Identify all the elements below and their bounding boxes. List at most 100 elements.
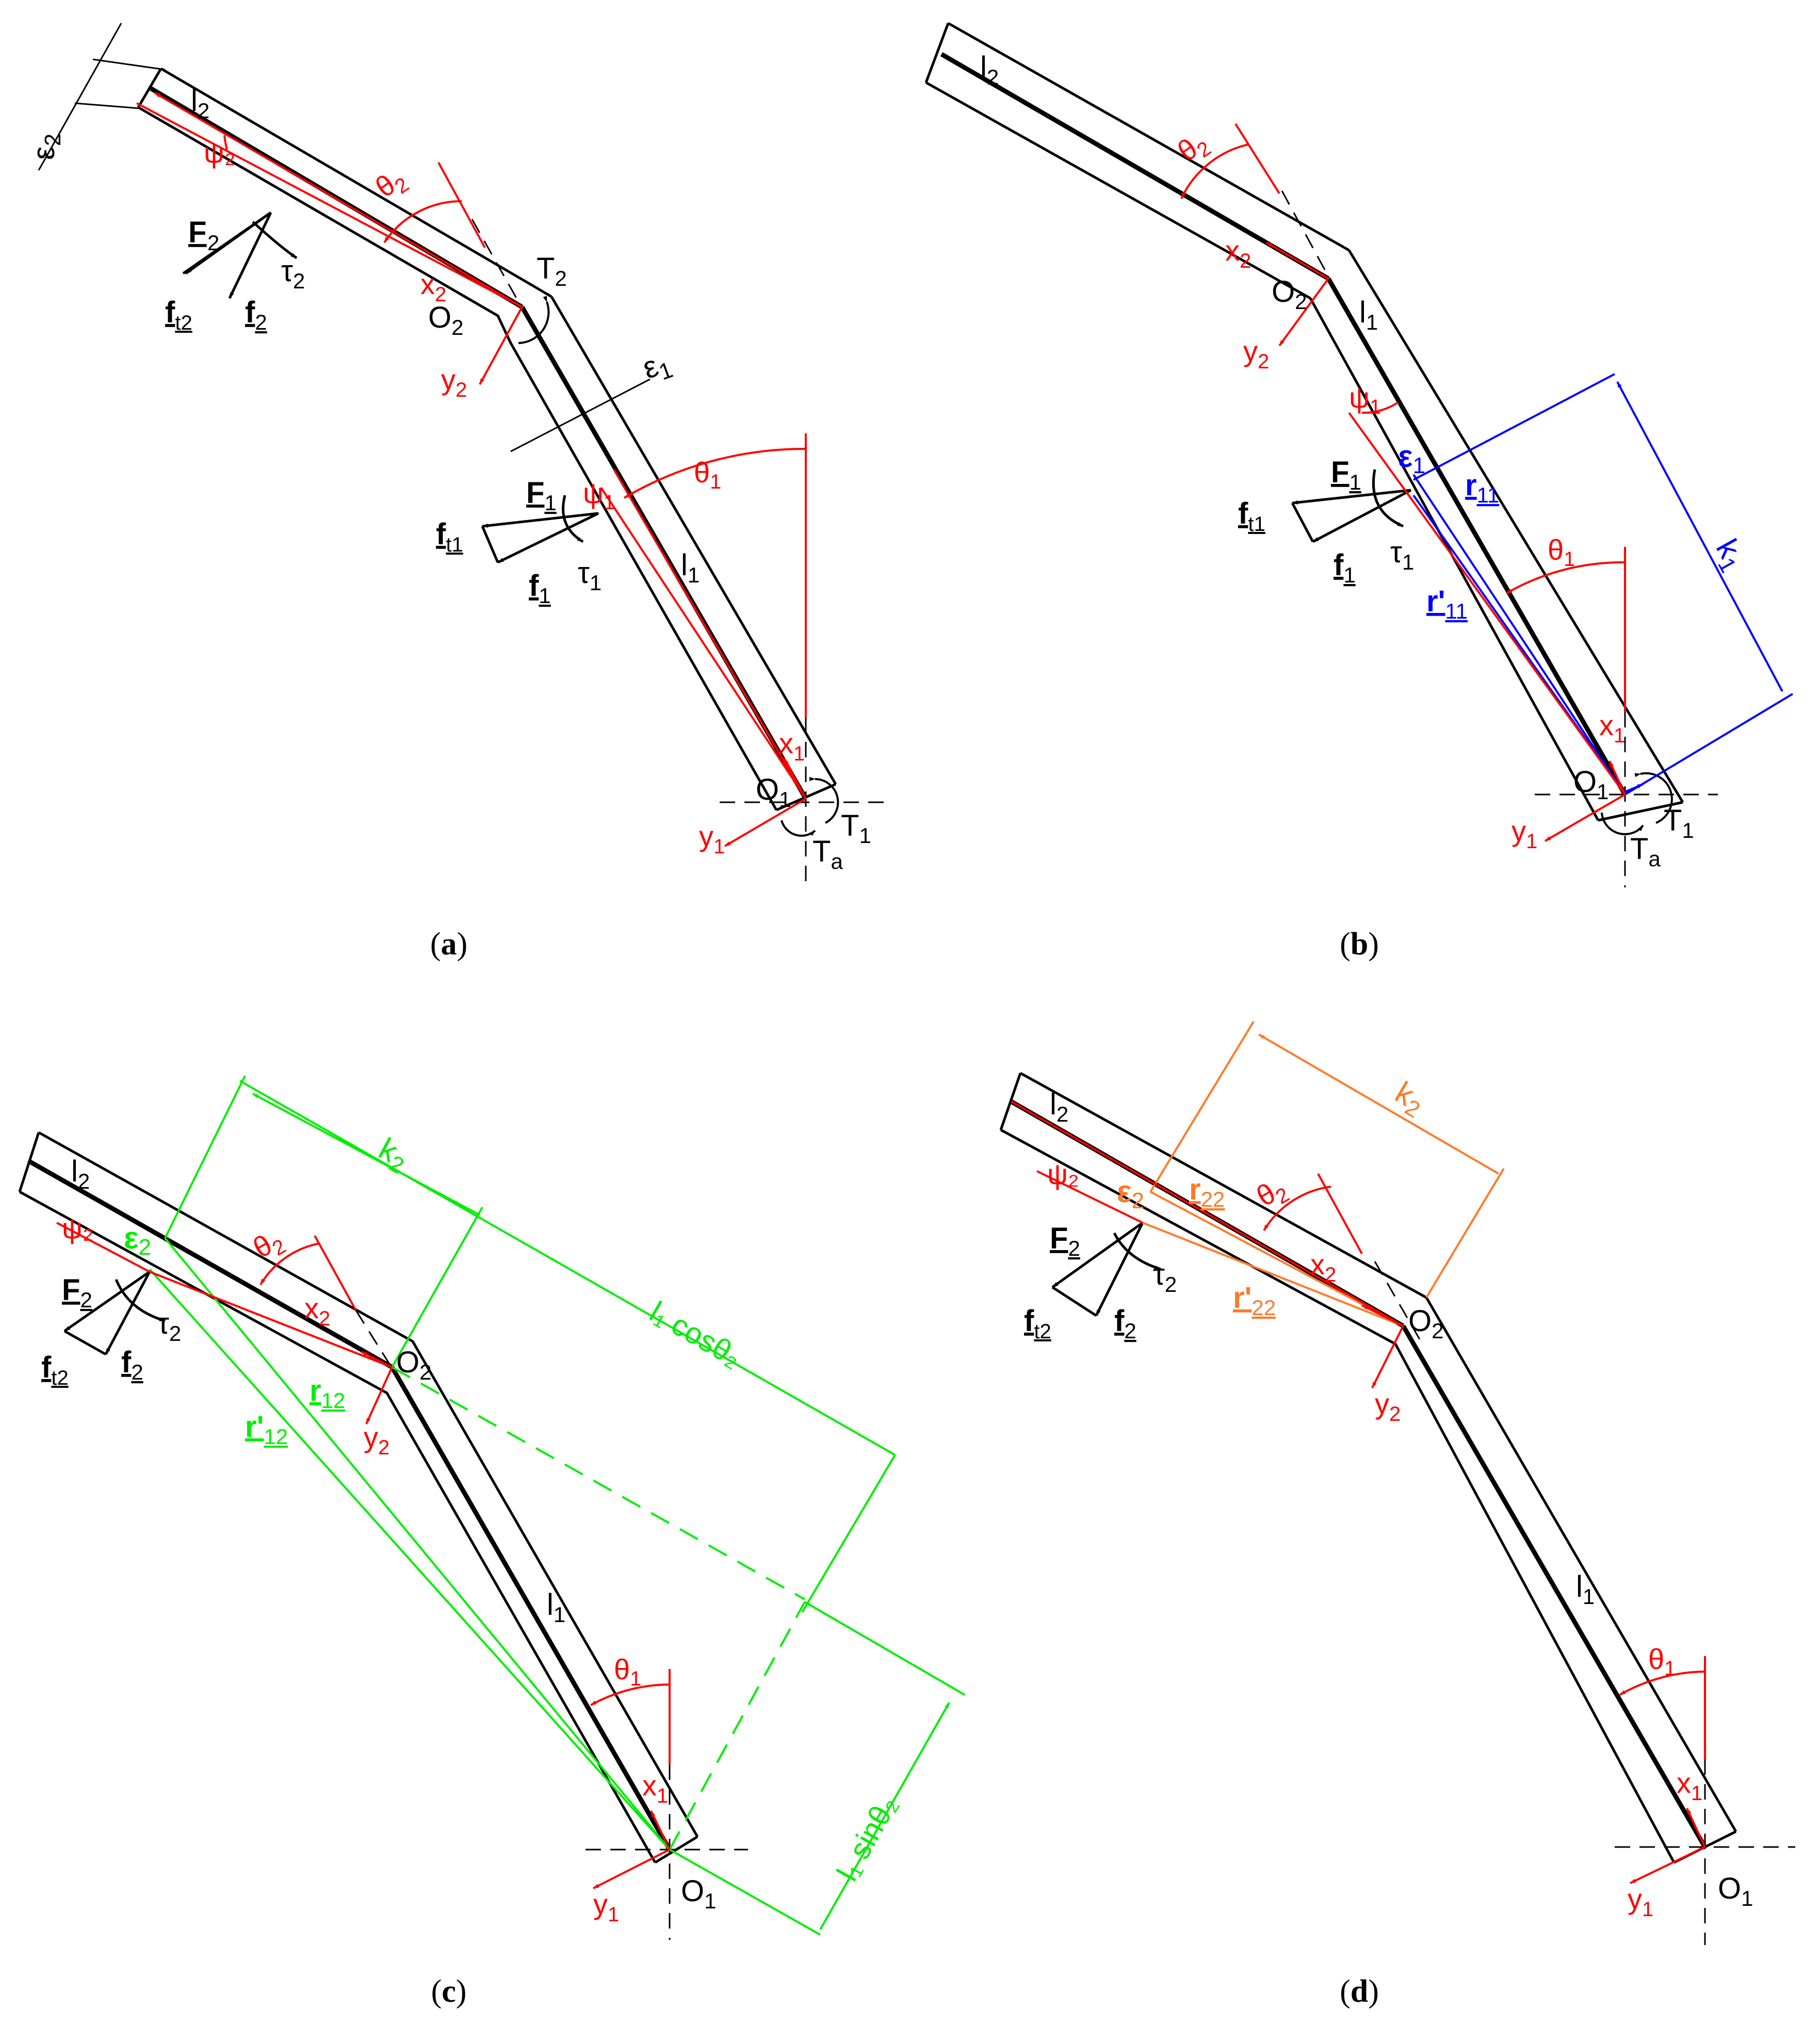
x1-axis-b: [1608, 760, 1626, 795]
label-ft2-d: ft2: [1024, 1304, 1051, 1343]
l1cos-dim: [239, 1080, 896, 1456]
theta2-arc-d: [1263, 1186, 1331, 1232]
label-l1cos-c: l₁ cosθ₂: [644, 1295, 748, 1374]
joint2-dash: [471, 219, 553, 362]
link2-end-b: [924, 23, 950, 83]
x1-long-a: [613, 468, 807, 800]
label-x2-a: x2: [420, 268, 446, 306]
r22-prime: [1142, 1222, 1404, 1327]
torque-Ta: [781, 820, 816, 837]
panel-d-orange: [1142, 1020, 1505, 1327]
label-y2-a: y2: [441, 363, 467, 401]
l1sin-dim: [819, 1702, 950, 1930]
panel-d-red: [1011, 1100, 1706, 1884]
theta2-arc-b: [1180, 143, 1249, 199]
label-l1-d: l1: [1576, 1570, 1595, 1609]
forces-link1-b: [1291, 469, 1412, 543]
joint2-dash-b: [1281, 190, 1347, 310]
r11: [1412, 474, 1626, 796]
label-T1-b: T1: [1664, 804, 1694, 843]
label-l1-c: l1: [547, 1588, 565, 1627]
label-eps2-a: ε2: [26, 134, 66, 160]
link2-end-d: [999, 1073, 1022, 1130]
theta2-ref-a: [437, 162, 486, 248]
x2-axis-a: [154, 92, 523, 308]
label-x2-d: x2: [1310, 1248, 1336, 1286]
label-r22p-d: r'22: [1233, 1281, 1276, 1320]
label-O1-c: O1: [681, 1874, 716, 1913]
link2-axis-b: [940, 52, 1330, 281]
link1-outline-right: [550, 296, 837, 785]
label-y1-b: y1: [1512, 815, 1537, 853]
panel-c-labels: l2 ψ₂ ε2 θ2 k2 F2 τ2 x2 O2 ft2 f2 r12 y2…: [41, 1131, 904, 1926]
label-tau2-d: τ2: [1153, 1258, 1177, 1297]
label-psi1-a: ψ1: [583, 477, 615, 514]
label-psi2-a: ψ₂: [204, 136, 236, 169]
proj-dash: [392, 1366, 805, 1600]
label-l2-c: l2: [71, 1155, 90, 1193]
label-k2-c: k2: [371, 1131, 415, 1179]
label-y2-c: y2: [364, 1421, 389, 1459]
r12: [149, 1268, 671, 1851]
label-l1-a: l1: [681, 548, 700, 587]
joint2-dash-c: [355, 1310, 409, 1394]
label-k1-b: k1: [1705, 533, 1753, 577]
x2-arrow-d: [1361, 1304, 1404, 1327]
link1-axis-b: [1326, 277, 1627, 796]
y2-axis-d: [1371, 1325, 1404, 1388]
psi2-line-d: [1036, 1170, 1143, 1224]
label-F2-c: F2: [62, 1273, 92, 1312]
label-l1sin-c: l₁ sinθ₂: [831, 1790, 904, 1887]
link1-axis-d: [1401, 1324, 1707, 1849]
panel-a-red: [136, 92, 807, 847]
torque-T2: [518, 296, 550, 344]
y2-axis-b: [1278, 278, 1329, 347]
label-x1-a: x1: [779, 727, 805, 765]
torque-T1-b: [1634, 772, 1673, 824]
forces-link1-a: [481, 495, 599, 564]
label-ft2-c: ft2: [41, 1351, 69, 1389]
label-psi2-d: ψ₂: [1047, 1158, 1079, 1190]
y1-axis-b: [1544, 793, 1626, 842]
label-F1-a: F1: [526, 476, 557, 515]
label-F1-b: F1: [1331, 456, 1361, 494]
theta1-arc-d: [1619, 1671, 1705, 1696]
eps2-ext-top: [92, 58, 166, 71]
link2-axis-c: [27, 1159, 394, 1369]
label-x2-b: x2: [1225, 234, 1251, 272]
k2-dim: [252, 1093, 480, 1216]
link1-axis-c: [390, 1366, 672, 1851]
y1-axis-c: [593, 1849, 670, 1889]
psi1-line-a: [600, 487, 807, 800]
label-l1-b: l1: [1359, 296, 1378, 334]
label-x1-d: x1: [1677, 1767, 1702, 1805]
label-theta1-c: θ1: [614, 1653, 641, 1690]
panel-c: [18, 1131, 748, 1940]
k2-ext-right: [391, 1207, 483, 1368]
theta1-arc-b: [1506, 561, 1626, 594]
label-f1-a: f1: [529, 569, 551, 608]
label-ft1-b: ft1: [1238, 497, 1265, 536]
x2-axis-d: [1011, 1100, 1404, 1327]
joint2-dash-d: [1374, 1261, 1425, 1347]
theta2-arc-c: [259, 1242, 320, 1286]
label-f2-a: f2: [245, 296, 267, 334]
panel-b-red: [1180, 123, 1626, 842]
label-y2-d: y2: [1375, 1387, 1401, 1425]
label-theta1-d: θ1: [1648, 1643, 1676, 1680]
link2-outline-top-b: [947, 22, 1350, 252]
label-r12p-c: r'12: [245, 1410, 288, 1449]
label-O2-a: O2: [428, 301, 463, 339]
label-psi1-b: ψ1: [1349, 381, 1381, 418]
psi1-line-b: [1348, 412, 1626, 796]
label-y1-a: y1: [699, 820, 725, 858]
link1-outline-left: [509, 342, 778, 811]
k1-ext-bottom: [1624, 693, 1794, 796]
label-O2-b: O2: [1272, 275, 1307, 314]
eps2-ext-bot: [74, 102, 140, 109]
label-f1-b: f1: [1334, 548, 1356, 587]
x2-arrow-c: [361, 1351, 393, 1368]
link2-outline-top-c: [38, 1131, 699, 1838]
label-O2-c: O2: [396, 1346, 431, 1384]
label-r22-d: r22: [1189, 1173, 1225, 1211]
